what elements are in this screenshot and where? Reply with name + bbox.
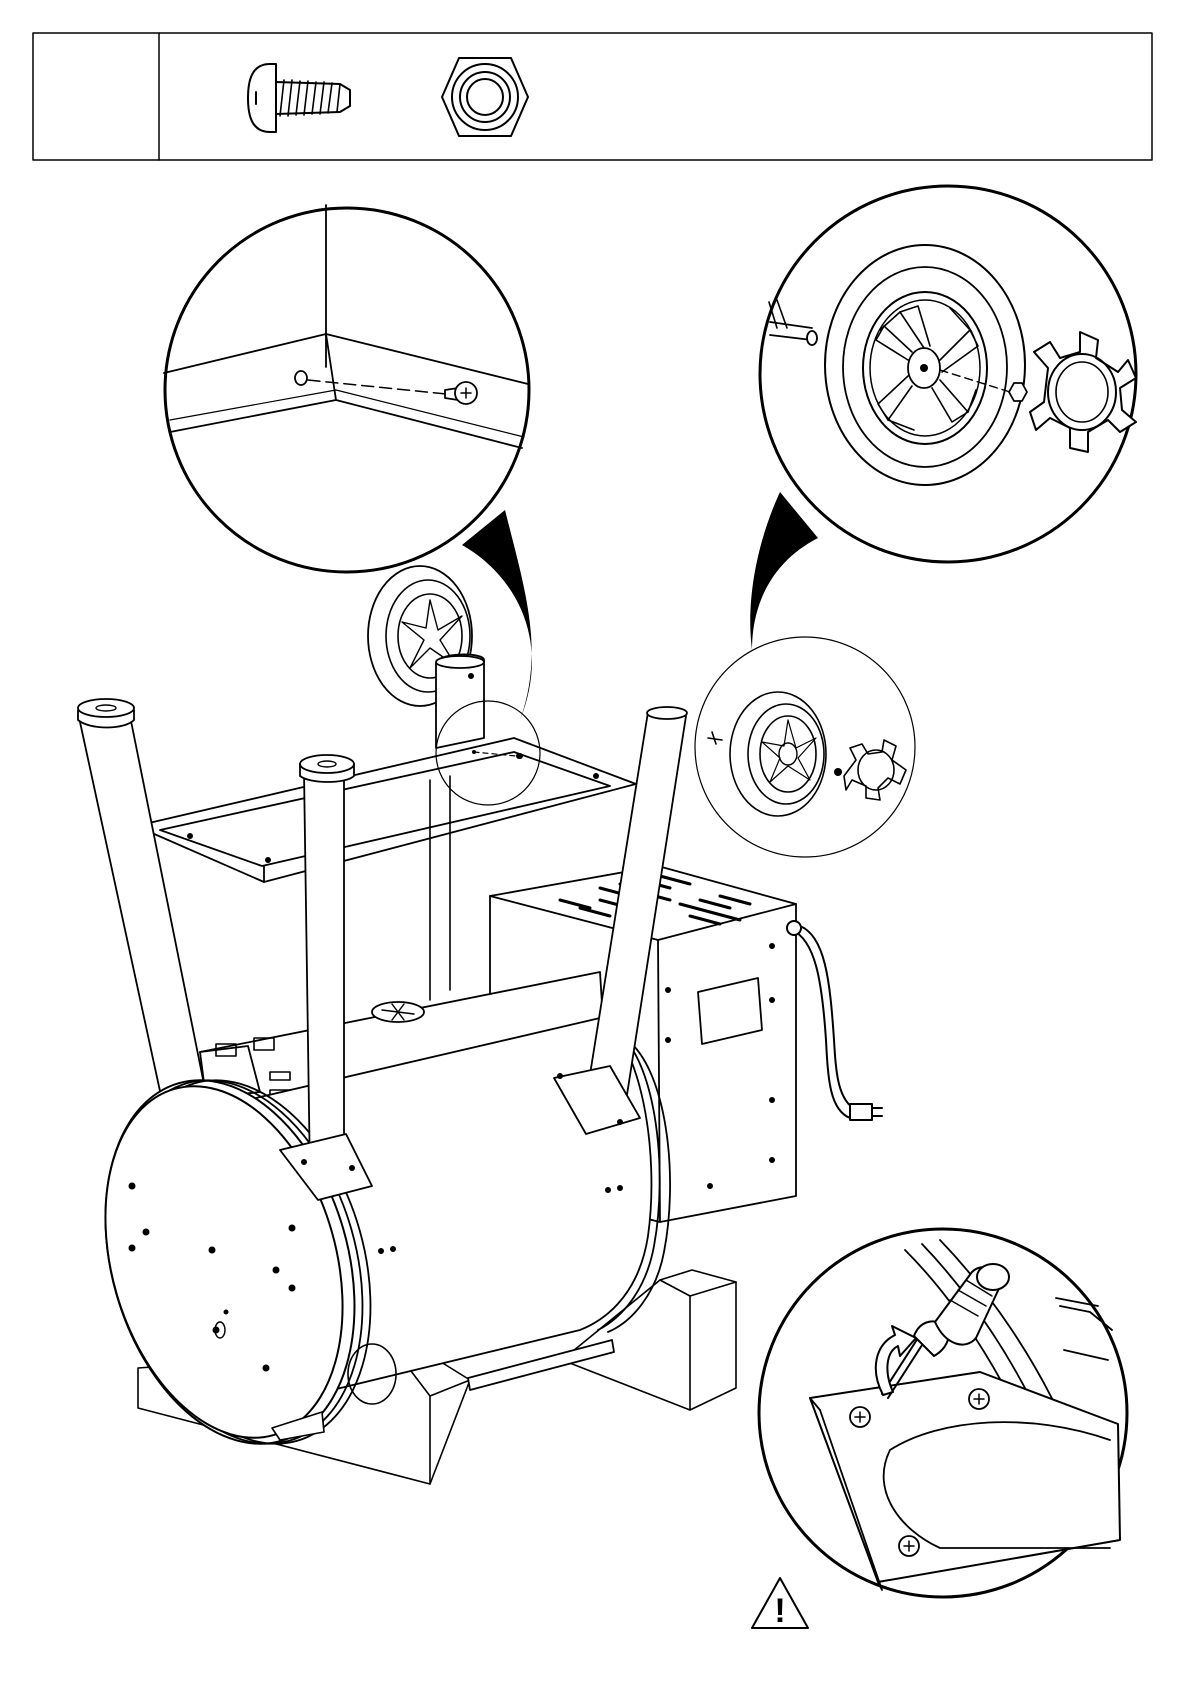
wheel-detail-circle [760, 186, 1136, 562]
wheel-locator-circle [695, 637, 915, 857]
small-nut-icon [1009, 383, 1027, 401]
power-cord [787, 921, 882, 1120]
wheel-icon [825, 245, 1025, 485]
hex-nut-icon [442, 58, 528, 136]
fan-icon [372, 1002, 424, 1022]
leg-left [78, 699, 212, 1128]
shelf-screw-detail-circle [164, 205, 529, 572]
warning-symbol: ! [774, 1592, 785, 1630]
pan-head-screw-icon [248, 64, 350, 132]
warning-triangle-icon: ! [752, 1578, 808, 1630]
leg-back-right [436, 654, 484, 748]
callout-arrow-right [750, 492, 818, 650]
bracket-screwdriver-detail-circle [759, 1229, 1127, 1597]
hardware-parts-box [33, 33, 1152, 160]
